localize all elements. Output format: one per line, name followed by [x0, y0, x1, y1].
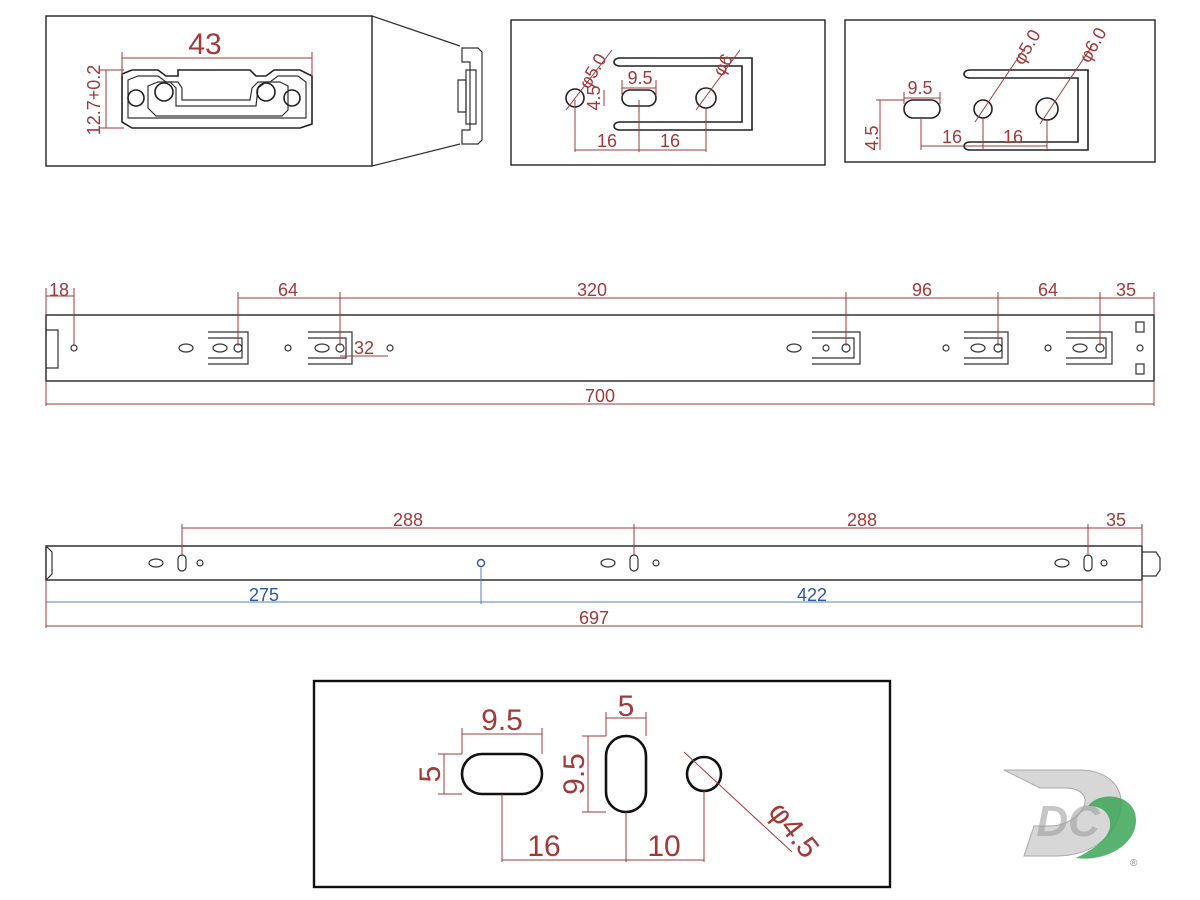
- logo-c-shape: [1076, 796, 1136, 859]
- drawer-slot: 9.5: [627, 68, 652, 88]
- rail697-total: 697: [579, 608, 609, 628]
- height-label: 12.7+0.2: [84, 65, 104, 136]
- rail697-d2: 288: [847, 510, 877, 530]
- bracket-group-4: [942, 331, 1009, 365]
- logo-d-shape: [1003, 769, 1122, 857]
- cabinet-slot-h: 4.5: [862, 125, 882, 150]
- rail700-d6: 35: [1116, 280, 1136, 300]
- rail-end-notch-bottom: [1135, 363, 1145, 375]
- bracket-group-3: [786, 331, 861, 365]
- perspective-lines: [371, 15, 461, 167]
- cabinet-member-detail: φ5.0 φ6.0 9.5 4.5 16 16: [844, 19, 1156, 163]
- cabinet-s2: 16: [1003, 127, 1023, 147]
- drawer-s1: 16: [597, 131, 617, 151]
- center-mark: [476, 558, 486, 568]
- hole-vslot-w: 5: [618, 690, 635, 723]
- rail697-d3: 35: [1106, 510, 1126, 530]
- rail700-d7: 32: [354, 338, 374, 358]
- drawer-s2: 16: [660, 131, 680, 151]
- dc-logo: DC ®: [1003, 769, 1138, 869]
- rail700-d1: 18: [49, 280, 69, 300]
- rail-side-profile: [457, 47, 483, 145]
- svg-text:®: ®: [1130, 858, 1138, 869]
- rail697-end-left: [45, 545, 53, 581]
- rail697-b2: 422: [797, 585, 827, 605]
- hole-s2: 10: [647, 830, 680, 863]
- rail697-b1: 275: [249, 585, 279, 605]
- rail-700-dims: 18 64 320 96 64 35 32 700: [45, 280, 1155, 406]
- hole-s1: 16: [527, 830, 560, 863]
- hole-detail: 9.5 5 5 9.5 φ4.5 16 10: [312, 679, 892, 889]
- cabinet-bracket-outline: [963, 69, 1089, 151]
- hole-detail-frame: [312, 679, 892, 889]
- width-label: 43: [188, 28, 221, 61]
- bracket-group-2: [284, 331, 394, 365]
- profile-cross-section: [121, 69, 313, 129]
- rail-697-body: [45, 545, 1143, 581]
- rail-700: 18 64 320 96 64 35 32 700: [45, 280, 1155, 406]
- profile-frame: [45, 15, 373, 167]
- rail-697: 288 288 35 275 422 697: [45, 510, 1161, 628]
- cabinet-detail-frame: [844, 19, 1156, 163]
- rail700-d5: 64: [1038, 280, 1058, 300]
- cabinet-slot: 9.5: [907, 78, 932, 98]
- cabinet-slot: [903, 99, 941, 119]
- hole-slot-w: 9.5: [481, 704, 523, 737]
- drawer-slot-h: 4.5: [584, 85, 604, 110]
- drawer-member-detail: φ5.0 φ6 9.5 4.5 16 16: [510, 19, 826, 166]
- rail-700-body: [45, 314, 1155, 382]
- hole-set-2: [600, 554, 660, 572]
- hole-slot-h: 5: [414, 766, 447, 783]
- profile-view: 43 12.7+0.2: [45, 15, 483, 167]
- hole-vslot-h: 9.5: [558, 753, 591, 795]
- rail697-d1: 288: [393, 510, 423, 530]
- dim-43: 43: [121, 28, 313, 76]
- rail700-d2: 64: [278, 280, 298, 300]
- rail-end-hole: [1136, 344, 1144, 352]
- rail697-end-right: [1142, 551, 1161, 577]
- rail700-d4: 96: [912, 280, 932, 300]
- bracket-outline: [613, 57, 753, 131]
- rail-697-dims: 288 288 35 275 422 697: [45, 510, 1143, 628]
- rail-end-left: [46, 329, 59, 369]
- logo-text: DC: [1036, 797, 1101, 846]
- dim-height: 12.7+0.2: [84, 65, 124, 136]
- rail-end-notch-top: [1135, 321, 1145, 333]
- rail700-d3: 320: [577, 280, 607, 300]
- rail700-total: 700: [585, 386, 615, 406]
- drawer-detail-frame: [510, 19, 826, 166]
- cabinet-s1: 16: [942, 127, 962, 147]
